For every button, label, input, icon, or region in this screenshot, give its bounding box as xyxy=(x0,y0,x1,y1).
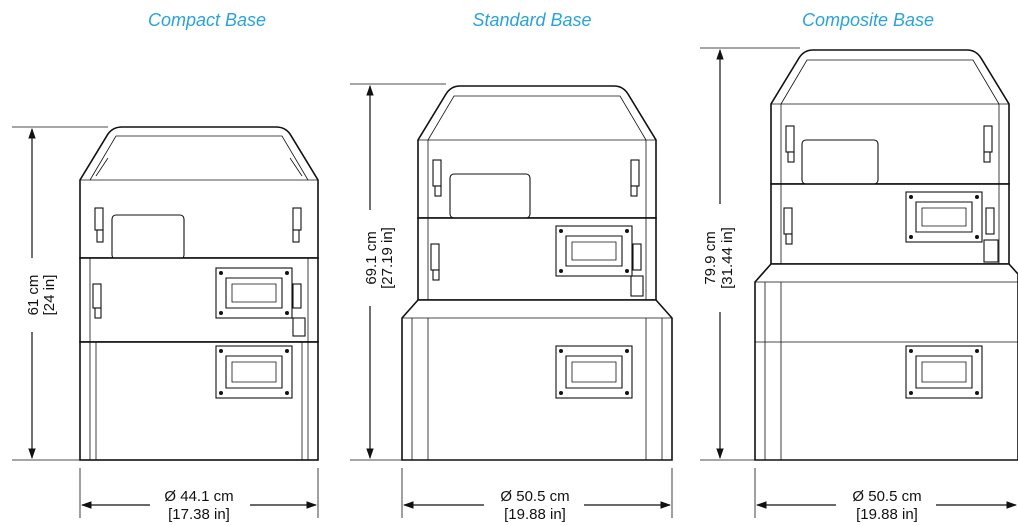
standard-base-drawing xyxy=(401,85,673,461)
composite-width-dimension: Ø 50.5 cm [19.88 in] xyxy=(754,468,1018,524)
compact-width-in: [17.38 in] xyxy=(168,506,230,523)
composite-height-in: [31.44 in] xyxy=(719,227,736,289)
standard-height-cm: 69.1 cm xyxy=(363,231,380,284)
compact-base-drawing xyxy=(79,126,319,461)
compact-height-dimension: 61 cm [24 in] xyxy=(12,126,108,461)
handle-icon xyxy=(555,225,633,399)
standard-height-in: [27.19 in] xyxy=(379,227,396,289)
composite-width-cm: Ø 50.5 cm xyxy=(852,488,921,505)
composite-height-dimension: 79.9 cm [31.44 in] xyxy=(700,47,800,461)
standard-width-cm: Ø 50.5 cm xyxy=(500,488,569,505)
latch-icon xyxy=(92,207,306,337)
composite-base-title: Composite Base xyxy=(802,10,934,30)
compact-width-cm: Ø 44.1 cm xyxy=(164,488,233,505)
latch-icon xyxy=(430,159,644,297)
compact-width-dimension: Ø 44.1 cm [17.38 in] xyxy=(79,468,319,524)
handle-icon xyxy=(905,191,983,399)
standard-width-dimension: Ø 50.5 cm [19.88 in] xyxy=(401,468,673,524)
standard-base-title: Standard Base xyxy=(472,10,591,30)
compact-height-in: [24 in] xyxy=(41,275,58,316)
composite-base-drawing xyxy=(754,49,1018,461)
standard-width-in: [19.88 in] xyxy=(504,506,566,523)
compact-base-title: Compact Base xyxy=(148,10,266,30)
composite-width-in: [19.88 in] xyxy=(856,506,918,523)
standard-height-dimension: 69.1 cm [27.19 in] xyxy=(350,83,446,461)
latch-icon xyxy=(783,125,999,263)
handle-icon xyxy=(215,267,293,399)
compact-height-cm: 61 cm xyxy=(25,275,42,316)
composite-height-cm: 79.9 cm xyxy=(702,231,719,284)
